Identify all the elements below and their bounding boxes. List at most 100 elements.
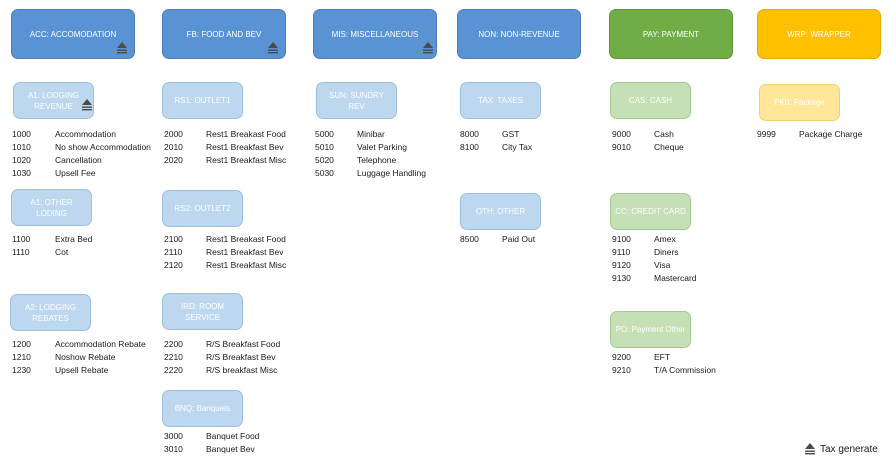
item-code: 9999	[757, 129, 776, 139]
category-pay: PAY: PAYMENT	[609, 9, 733, 59]
item-code: 1000	[12, 129, 31, 139]
item-name: Minibar	[357, 129, 385, 139]
group-ird: IRD: ROOM SERVICE	[162, 293, 243, 330]
item-code: 2000	[164, 129, 183, 139]
item-name: T/A Commission	[654, 365, 716, 375]
item-code: 9120	[612, 260, 631, 270]
category-acc-label: ACC: ACCOMODATION	[29, 29, 117, 39]
legend: Tax generate	[803, 442, 878, 456]
group-po-label: PO: Payment Other	[615, 325, 686, 334]
item-code: 8100	[460, 142, 479, 152]
group-a1-other-label: A1: OTHER LODING	[30, 197, 73, 218]
tax-generate-icon	[80, 98, 94, 112]
item-code: 1230	[12, 365, 31, 375]
group-a1-other: A1: OTHER LODING	[11, 189, 92, 226]
tax-generate-icon	[803, 442, 817, 456]
item-name: City Tax	[502, 142, 533, 152]
category-pay-label: PAY: PAYMENT	[642, 29, 700, 39]
list-item: 5000 Minibar	[315, 128, 426, 141]
item-code: 1010	[12, 142, 31, 152]
list-item: 9120 Visa	[612, 259, 697, 272]
item-code: 2020	[164, 155, 183, 165]
group-cas: CAS: CASH	[610, 82, 691, 119]
group-rs2-label: RS2: OUTLET2	[174, 204, 231, 213]
item-code: 1210	[12, 352, 31, 362]
group-cc: CC: CREDIT CARD	[610, 193, 691, 230]
group-cas-label: CAS: CASH	[628, 96, 673, 105]
group-sun: SUN: SUNDRY REV	[316, 82, 397, 119]
item-code: 9210	[612, 365, 631, 375]
legend-label: Tax generate	[820, 443, 878, 455]
item-name: Visa	[654, 260, 671, 270]
item-code: 1200	[12, 339, 31, 349]
item-code: 3010	[164, 444, 183, 454]
list-item: 2220 R/S breakfast Misc	[164, 364, 280, 377]
item-name: Valet Parking	[357, 142, 407, 152]
category-non: NON: NON-REVENUE	[457, 9, 581, 59]
item-name: Upsell Rebate	[55, 365, 109, 375]
item-name: Rest1 Breakfast Misc	[206, 155, 287, 165]
item-name: Accommodation Rebate	[55, 339, 146, 349]
item-code: 1020	[12, 155, 31, 165]
category-fb: FB: FOOD AND BEV	[162, 9, 286, 59]
item-name: Rest1 Breakfast Bev	[206, 247, 284, 257]
item-code: 2220	[164, 365, 183, 375]
item-name: Rest1 Breakfast Bev	[206, 142, 284, 152]
list-item: 3010 Banquet Bev	[164, 443, 259, 456]
item-code: 1110	[12, 247, 30, 257]
item-code: 9110	[612, 247, 631, 257]
group-ird-label: IRD: ROOM SERVICE	[180, 301, 225, 322]
category-mis: MIS: MISCELLANEOUS	[313, 9, 437, 59]
item-name: Banquet Bev	[206, 444, 255, 454]
list-item: 1030 Upsell Fee	[12, 167, 151, 180]
group-rs1-label: RS1: OUTLET1	[174, 96, 231, 105]
item-code: 9130	[612, 273, 631, 283]
item-name: Cancellation	[55, 155, 102, 165]
list-item: 8100 City Tax	[460, 141, 532, 154]
item-name: Telephone	[357, 155, 397, 165]
item-name: Mastercard	[654, 273, 697, 283]
group-a1-lodging-label: A1: LODGING REVENUE	[27, 90, 80, 111]
item-code: 9010	[612, 142, 631, 152]
item-name: Banquet Food	[206, 431, 260, 441]
item-name: GST	[502, 129, 520, 139]
category-fb-label: FB: FOOD AND BEV	[186, 29, 262, 39]
list-bnq: 3000 Banquet Food 3010 Banquet Bev	[164, 430, 259, 456]
item-code: 3000	[164, 431, 183, 441]
group-tax-label: TAX: TAXES	[478, 96, 523, 105]
item-name: Cheque	[654, 142, 684, 152]
item-name: Upsell Fee	[55, 168, 96, 178]
category-non-label: NON: NON-REVENUE	[478, 29, 560, 39]
group-sun-label: SUN: SUNDRY REV	[329, 90, 384, 111]
list-item: 1020 Cancellation	[12, 154, 151, 167]
item-name: R/S breakfast Misc	[206, 365, 278, 375]
category-acc: ACC: ACCOMODATION	[11, 9, 135, 59]
item-code: 1030	[12, 168, 31, 178]
item-code: 5000	[315, 129, 334, 139]
